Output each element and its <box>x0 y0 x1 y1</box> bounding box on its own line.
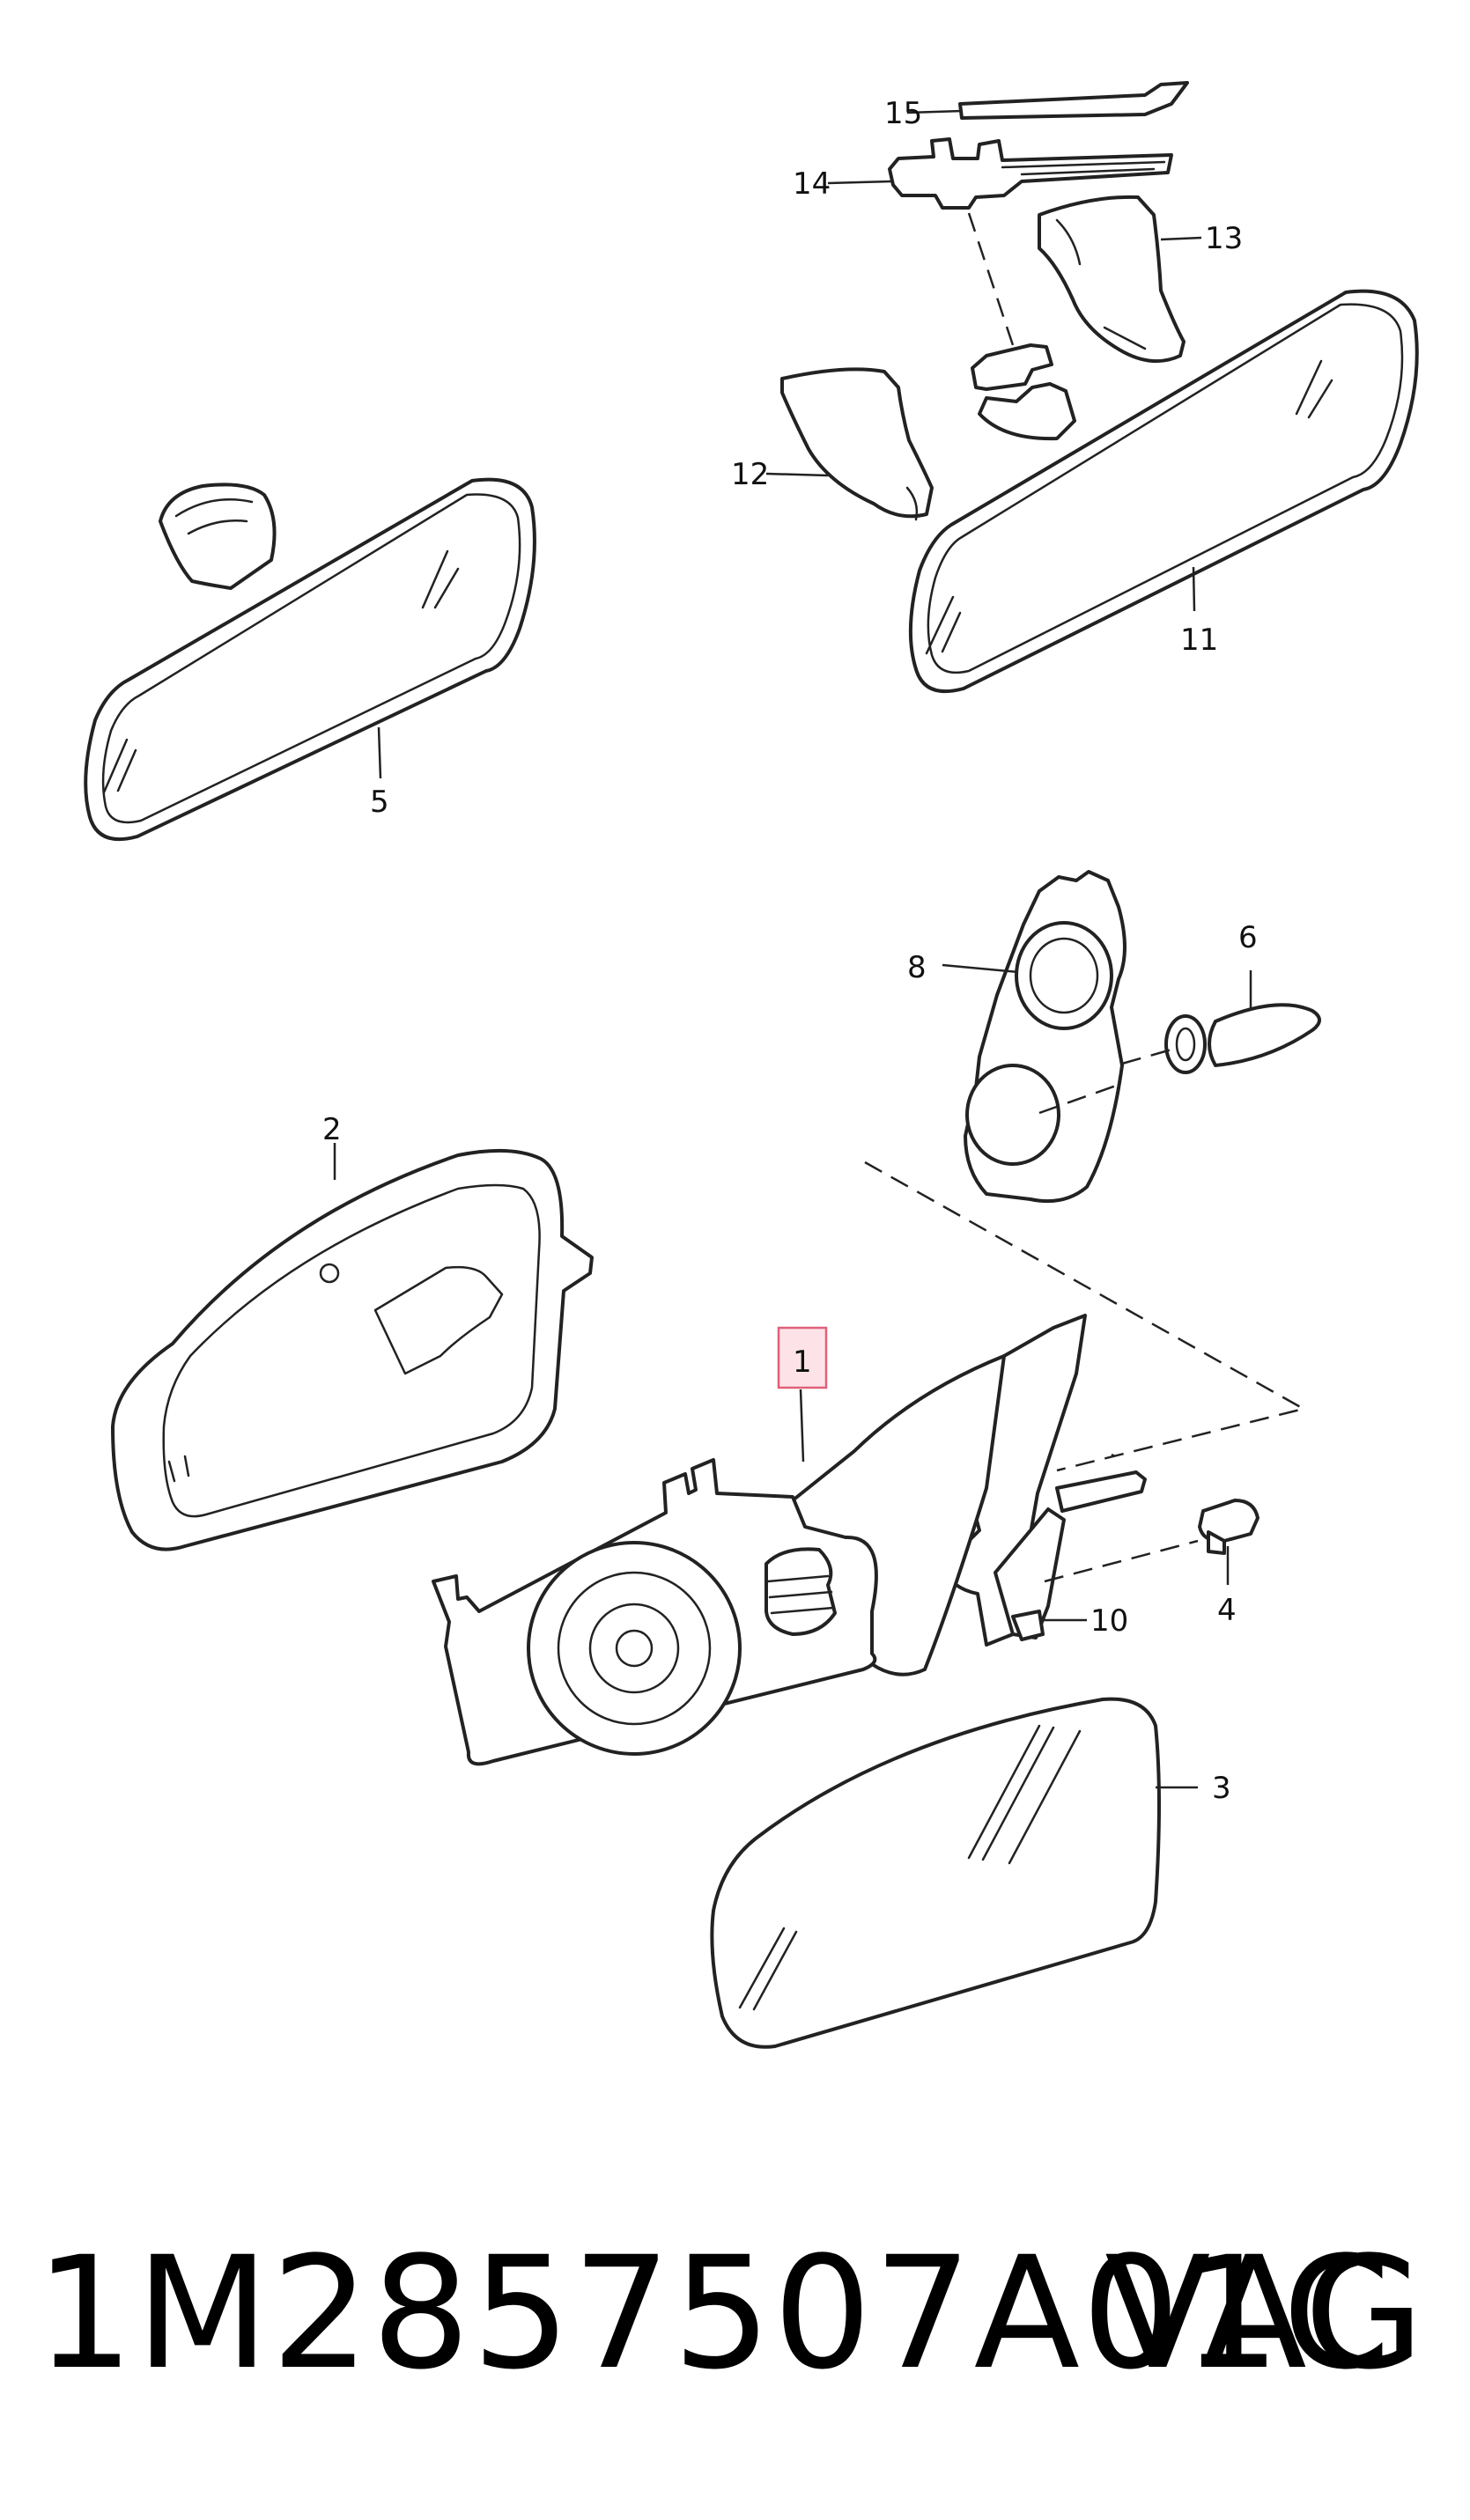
callout-1: 1 <box>793 1345 812 1380</box>
assembly-dash-path <box>864 1161 1307 1472</box>
part-12-cover <box>765 367 934 521</box>
callout-4: 4 <box>1217 1593 1237 1628</box>
callout-14: 14 <box>793 166 831 202</box>
callout-5: 5 <box>370 785 389 820</box>
part-13-cover <box>1038 195 1202 364</box>
part-2-housing <box>111 1143 594 1551</box>
part-4-screw <box>1044 1499 1259 1585</box>
part-number-label: 1M2857507A01C <box>35 2223 1392 2404</box>
part-15-strip <box>906 81 1189 120</box>
part-1-assembly <box>432 1314 1147 1766</box>
part-8-plate <box>942 870 1127 1204</box>
part-11-mirror <box>908 289 1419 694</box>
callout-2: 2 <box>322 1112 342 1147</box>
callout-12: 12 <box>731 457 769 492</box>
assembly-dash-line <box>967 212 1015 346</box>
part-6-bulb <box>1038 970 1321 1115</box>
callout-15: 15 <box>884 96 922 131</box>
callout-6: 6 <box>1238 920 1258 955</box>
part-14-bracket <box>827 137 1173 210</box>
assembly-dash-stub <box>1111 1453 1116 1458</box>
callout-10: 10 <box>1090 1603 1128 1639</box>
brand-label: VAG <box>1104 2223 1424 2404</box>
callout-1-highlight <box>777 1326 828 1389</box>
callout-3: 3 <box>1212 1771 1231 1806</box>
part-clip <box>971 343 1076 441</box>
callout-11: 11 <box>1180 623 1218 658</box>
part-3-glass <box>710 1697 1198 2049</box>
callout-8: 8 <box>907 950 927 985</box>
part-10-clip <box>1011 1610 1087 1641</box>
part-5-mirror <box>84 477 536 842</box>
callout-13: 13 <box>1205 221 1243 256</box>
